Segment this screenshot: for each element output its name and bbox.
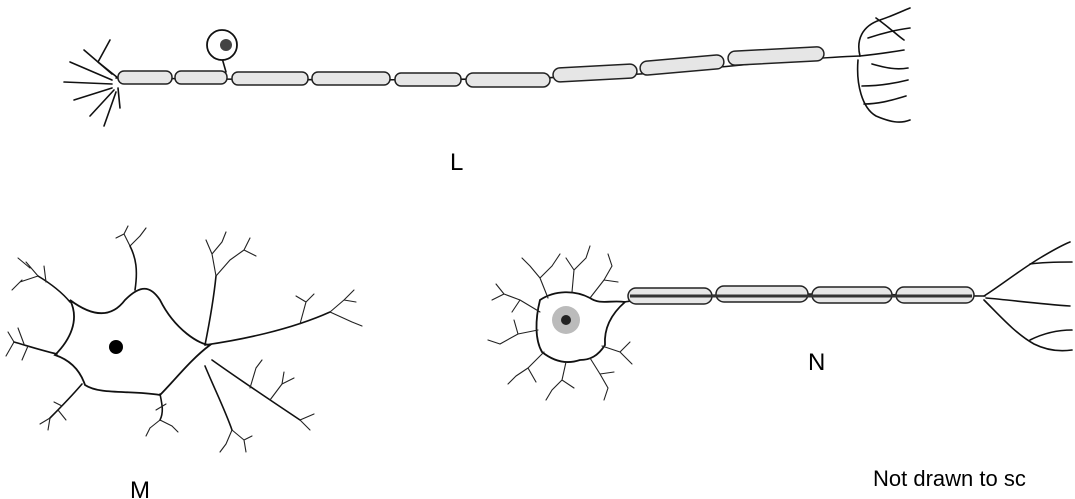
label-l: L [450,149,463,176]
neuron-n-nucleus [561,315,571,325]
neuron-l-sensory-ending [64,40,120,126]
neuron-l-axon-terminals [858,8,910,122]
neuron-l-cell-body [207,30,237,72]
neuron-n-cell-body [536,292,625,362]
neuron-m-nucleus [109,340,123,354]
neuron-n-myelin-sheath [628,286,974,304]
scale-note: Not drawn to sc [873,466,1026,491]
neuron-n-axon-terminals [984,242,1072,351]
neuron-m: M [6,226,362,499]
neuron-l: L [64,8,910,176]
neuron-m-cell-body [55,289,210,395]
label-m: M [130,477,150,499]
label-n: N [808,349,825,376]
neuron-n: N [488,242,1072,400]
